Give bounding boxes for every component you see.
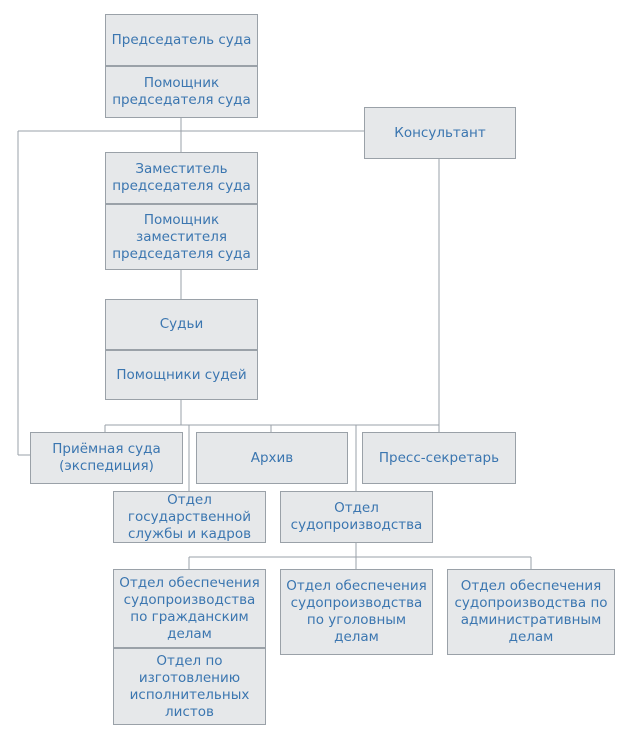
- archive-box: Архив: [196, 432, 348, 484]
- proceedings-dept-box: Отдел судопроизводства: [280, 491, 433, 543]
- chairman-assistant-box: Помощник председателя суда: [105, 66, 258, 118]
- deputy-assistant-box: Помощник заместителя председателя суда: [105, 204, 258, 270]
- judges-box: Судьи: [105, 299, 258, 350]
- chairman-box: Председатель суда: [105, 14, 258, 66]
- civil-service-dept-box: Отдел государственной службы и кадров: [113, 491, 266, 543]
- reception-box: Приёмная суда (экспедиция): [30, 432, 183, 484]
- civil-cases-dept-box: Отдел обеспечения судопроизводства по гр…: [113, 569, 266, 648]
- criminal-cases-dept-box: Отдел обеспечения судопроизводства по уг…: [280, 569, 433, 655]
- consultant-box: Консультант: [364, 107, 516, 159]
- deputy-chairman-box: Заместитель председателя суда: [105, 152, 258, 204]
- writs-dept-box: Отдел по изготовлению исполнительных лис…: [113, 648, 266, 725]
- administrative-cases-dept-box: Отдел обеспечения судопроизводства по ад…: [447, 569, 615, 655]
- judges-assistants-box: Помощники судей: [105, 350, 258, 400]
- press-secretary-box: Пресс-секретарь: [362, 432, 516, 484]
